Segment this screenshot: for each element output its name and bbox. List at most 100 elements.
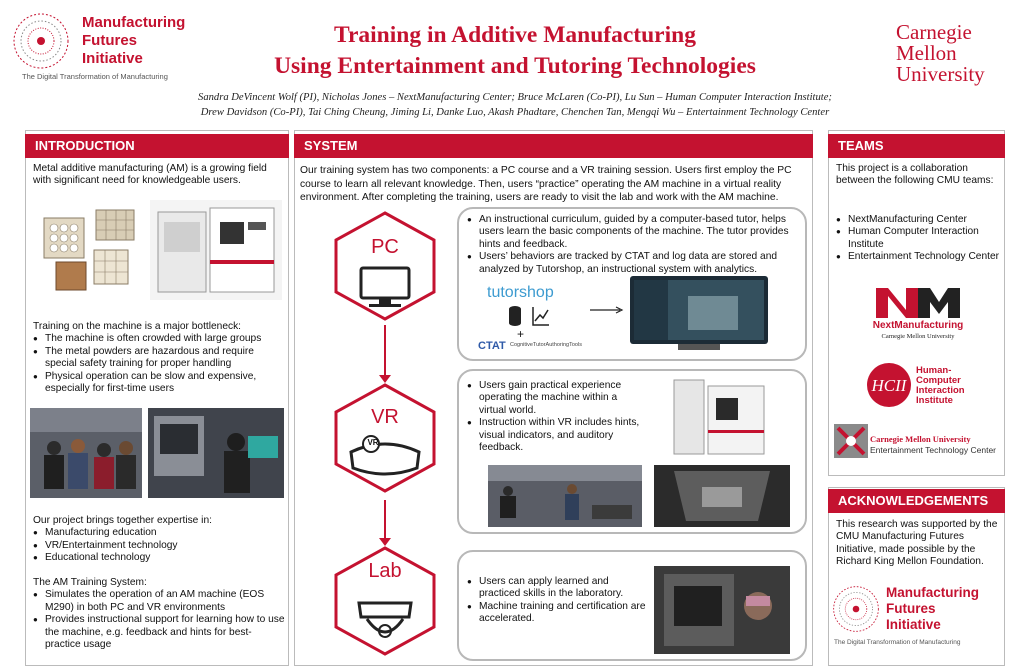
expertise-list: Manufacturing education VR/Entertainment…: [33, 527, 285, 565]
intro-text: Metal additive manufacturing (AM) is a g…: [33, 163, 267, 187]
pc-bullets: An instructional curriculum, guided by a…: [467, 214, 801, 276]
am-parts-image: [34, 200, 144, 300]
crowd-photo-icon: [30, 408, 142, 498]
list-item: Provides instructional support for learn…: [33, 614, 285, 651]
list-item: Users can apply learned and practiced sk…: [467, 576, 647, 601]
system-heading-intro: The AM Training System:: [33, 577, 147, 588]
list-item: Users’ behaviors are tracked by CTAT and…: [467, 251, 801, 276]
etc-mark-icon: [834, 424, 868, 458]
list-item: VR/Entertainment technology: [33, 540, 285, 553]
hcii-logo: HCII Human- Computer Interaction Institu…: [866, 362, 976, 414]
vr-machine-icon: [654, 374, 790, 462]
arrow-pc-to-vr: [379, 325, 391, 383]
arrow-vr-to-lab: [379, 500, 391, 546]
etc-logo-line1: Carnegie Mellon University: [870, 434, 971, 444]
bottleneck-list: The machine is often crowded with large …: [33, 333, 285, 395]
lab-work-icon: [654, 566, 790, 654]
list-item: Human Computer Interaction Institute: [836, 226, 1000, 251]
vr-users-icon: [488, 465, 642, 527]
vr-interior-image: [654, 465, 790, 527]
crowd-photo: [30, 408, 142, 498]
lab-photo-icon: [148, 408, 284, 498]
hcii-line: Interaction: [916, 385, 965, 396]
teams-list: NextManufacturing Center Human Computer …: [836, 214, 1000, 264]
virtual-machine-image: [654, 374, 790, 462]
lab-bullets: Users can apply learned and practiced sk…: [467, 576, 647, 626]
list-item: Manufacturing education: [33, 527, 285, 540]
nm-logo-sub: Carnegie Mellon University: [881, 333, 955, 340]
lab-hexagon-icon: [334, 546, 436, 656]
mfi-tagline: The Digital Transformation of Manufactur…: [22, 72, 168, 81]
monitor-screen-icon: [630, 276, 768, 350]
nm-logo-name: NextManufacturing: [872, 320, 964, 331]
etc-logo: Carnegie Mellon University Entertainment…: [834, 424, 1004, 460]
system-intro: Our training system has two components: …: [300, 165, 792, 204]
vr-badge: VR: [367, 438, 379, 447]
mfi-tagline: The Digital Transformation of Manufactur…: [834, 639, 961, 646]
database-chart-icon: [509, 306, 549, 326]
vr-users-photo: [488, 465, 642, 527]
lab-photo: [148, 408, 284, 498]
cmu-line: Mellon: [896, 41, 957, 65]
list-item: NextManufacturing Center: [836, 214, 1000, 227]
hcii-line: Human-: [916, 365, 952, 376]
title-line: Training in Additive Manufacturing: [334, 22, 696, 48]
mfi-logo: Manufacturing Futures Initiative The Dig…: [8, 10, 218, 86]
etc-logo-line2: Entertainment Technology Center: [870, 445, 997, 455]
title-line: Using Entertainment and Tutoring Technol…: [274, 53, 756, 79]
poster-title: Training in Additive Manufacturing Using…: [220, 20, 810, 82]
mfi-name-line: Manufacturing: [886, 585, 979, 600]
cmu-wordmark: Carnegie Mellon University: [896, 22, 985, 85]
tutor-screen-image: [628, 276, 770, 352]
acknowledgements-heading: ACKNOWLEDGEMENTS: [828, 489, 1005, 513]
list-item: Entertainment Technology Center: [836, 251, 1000, 264]
acknowledgements-panel: [828, 487, 1005, 666]
list-item: An instructional curriculum, guided by a…: [467, 214, 801, 251]
list-item: The metal powders are hazardous and requ…: [33, 346, 285, 371]
vr-bullets: Users gain practical experience operatin…: [467, 380, 647, 454]
ctat-subtitle: CognitiveTutorAuthoringTools: [510, 342, 582, 348]
am-machine-icon: [157, 207, 275, 293]
system-feature-list: Simulates the operation of an AM machine…: [33, 589, 285, 651]
pc-hexagon-icon: [334, 211, 436, 321]
mfi-name-line: Manufacturing: [82, 14, 186, 31]
list-item: The machine is often crowded with large …: [33, 333, 285, 346]
tutorshop-logo: tutorshop: [487, 284, 554, 301]
plus-sign: +: [517, 327, 525, 341]
mfi-name-line: Futures: [886, 601, 936, 616]
cmu-line: University: [896, 62, 985, 86]
expertise-heading: Our project brings together expertise in…: [33, 515, 212, 526]
list-item: Physical operation can be slow and expen…: [33, 371, 285, 396]
author-line: Drew Davidson (Co-PI), Tai Ching Cheung,…: [200, 107, 830, 118]
nextmanufacturing-logo: NextManufacturing Carnegie Mellon Univer…: [866, 288, 970, 344]
list-item: Simulates the operation of an AM machine…: [33, 589, 285, 614]
author-line: Sandra DeVincent Wolf (PI), Nicholas Jon…: [198, 92, 832, 103]
teams-heading: TEAMS: [828, 134, 1005, 158]
nm-mark-icon: [876, 288, 960, 318]
mfi-name-line: Initiative: [886, 617, 941, 632]
stage-label-vr: VR: [371, 406, 399, 428]
vr-interior-icon: [654, 465, 790, 527]
hcii-line: Computer: [916, 375, 961, 386]
arrow-right-icon: [590, 306, 624, 314]
mfi-name-line: Futures: [82, 32, 138, 49]
hcii-circle-icon: HCII: [867, 363, 911, 407]
eos-machine-image: [150, 200, 282, 300]
poster-header: Manufacturing Futures Initiative The Dig…: [0, 0, 1024, 128]
list-item: Instruction within VR includes hints, vi…: [467, 417, 647, 454]
lab-work-photo: [654, 566, 790, 654]
mfi-circle-icon: [833, 586, 879, 632]
stage-label-lab: Lab: [368, 560, 402, 582]
mfi-circle-icon: [13, 13, 69, 69]
author-list: Sandra DeVincent Wolf (PI), Nicholas Jon…: [130, 90, 900, 120]
mfi-logo-footer: Manufacturing Futures Initiative The Dig…: [832, 583, 1002, 663]
teams-intro: This project is a collaboration between …: [836, 163, 994, 187]
list-item: Users gain practical experience operatin…: [467, 380, 647, 417]
system-panel-heading: SYSTEM: [294, 134, 813, 158]
lattice-parts-icon: [43, 209, 135, 291]
list-item: Educational technology: [33, 552, 285, 565]
hcii-line: Institute: [916, 395, 953, 406]
list-item: Machine training and certification are a…: [467, 601, 647, 626]
svg-text:HCII: HCII: [871, 376, 908, 395]
mfi-name-line: Initiative: [82, 50, 143, 67]
